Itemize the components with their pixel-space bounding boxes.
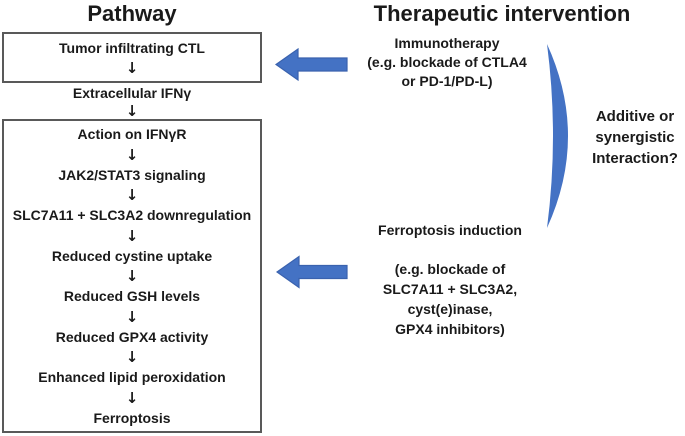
pathway-step-label: SLC7A11 + SLC3A2 downregulation bbox=[12, 207, 252, 224]
down-arrow-icon: ↓ bbox=[125, 59, 139, 78]
pathway-step-label: Action on IFNγR bbox=[77, 126, 187, 143]
curved-bracket-icon bbox=[547, 44, 568, 228]
down-arrow-icon: ↓ bbox=[125, 307, 139, 326]
interaction-line: Additive or bbox=[595, 108, 675, 125]
pathway-step-label: Reduced GPX4 activity bbox=[55, 328, 209, 345]
interaction-line: synergistic bbox=[595, 129, 675, 146]
immunotherapy-text: Immunotherapy (e.g. blockade of CTLA4 or P… bbox=[352, 34, 542, 91]
pathway-step-label: JAK2/STAT3 signaling bbox=[58, 166, 206, 183]
pathway-between-steps: Extracellular IFNγ↓ bbox=[2, 83, 262, 120]
ferroptosis-detail-line: SLC7A11 + SLC3A2, bbox=[382, 281, 518, 297]
down-arrow-icon: ↓ bbox=[125, 186, 139, 204]
ferroptosis-detail-line: GPX4 inhibitors) bbox=[395, 321, 505, 337]
down-arrow-icon: ↓ bbox=[125, 226, 139, 245]
pathway-step-label: Reduced GSH levels bbox=[63, 288, 201, 305]
down-arrow-icon: ↓ bbox=[125, 145, 139, 164]
ferroptosis-induction-text: Ferroptosis induction (e.g. blockade of S… bbox=[360, 221, 540, 339]
ferroptosis-detail-line: (e.g. blockade of bbox=[394, 261, 506, 277]
immunotherapy-line: Immunotherapy bbox=[394, 35, 500, 51]
pathway-box-main: Action on IFNγR ↓ JAK2/STAT3 signaling ↓ SLC… bbox=[2, 119, 262, 433]
curved-bracket-shape bbox=[547, 44, 568, 228]
left-arrow-icon-ferroptosis bbox=[276, 255, 348, 289]
immunotherapy-line: (e.g. blockade of CTLA4 bbox=[367, 54, 527, 70]
therapy-column-header: Therapeutic intervention bbox=[373, 1, 631, 26]
left-arrow-icon-immunotherapy bbox=[275, 47, 348, 82]
pathway-step-label: Enhanced lipid peroxidation bbox=[38, 369, 226, 386]
down-arrow-icon: ↓ bbox=[125, 101, 139, 120]
pathway-step-label: Reduced cystine uptake bbox=[51, 247, 213, 264]
pathway-column-header: Pathway bbox=[87, 1, 177, 26]
ferroptosis-detail-line: cyst(e)inase, bbox=[407, 301, 493, 317]
immunotherapy-line: or PD-1/PD-L) bbox=[401, 73, 493, 89]
pathway-step-label: Extracellular IFNγ bbox=[72, 85, 192, 102]
pathway-step-label: Tumor infiltrating CTL bbox=[59, 39, 205, 56]
down-arrow-icon: ↓ bbox=[125, 388, 139, 407]
down-arrow-icon: ↓ bbox=[125, 267, 139, 285]
ferroptosis-induction-details: (e.g. blockade of SLC7A11 + SLC3A2, cyst(e… bbox=[360, 259, 540, 339]
interaction-line: Interaction? bbox=[592, 150, 678, 167]
down-arrow-icon: ↓ bbox=[125, 348, 139, 366]
pathway-step-label: Ferroptosis bbox=[93, 409, 171, 426]
ferroptosis-induction-title: Ferroptosis induction bbox=[378, 222, 522, 238]
left-arrow-shape bbox=[275, 47, 348, 82]
left-arrow-shape bbox=[276, 255, 348, 289]
pathway-box-top: Tumor infiltrating CTL ↓ bbox=[2, 32, 262, 83]
